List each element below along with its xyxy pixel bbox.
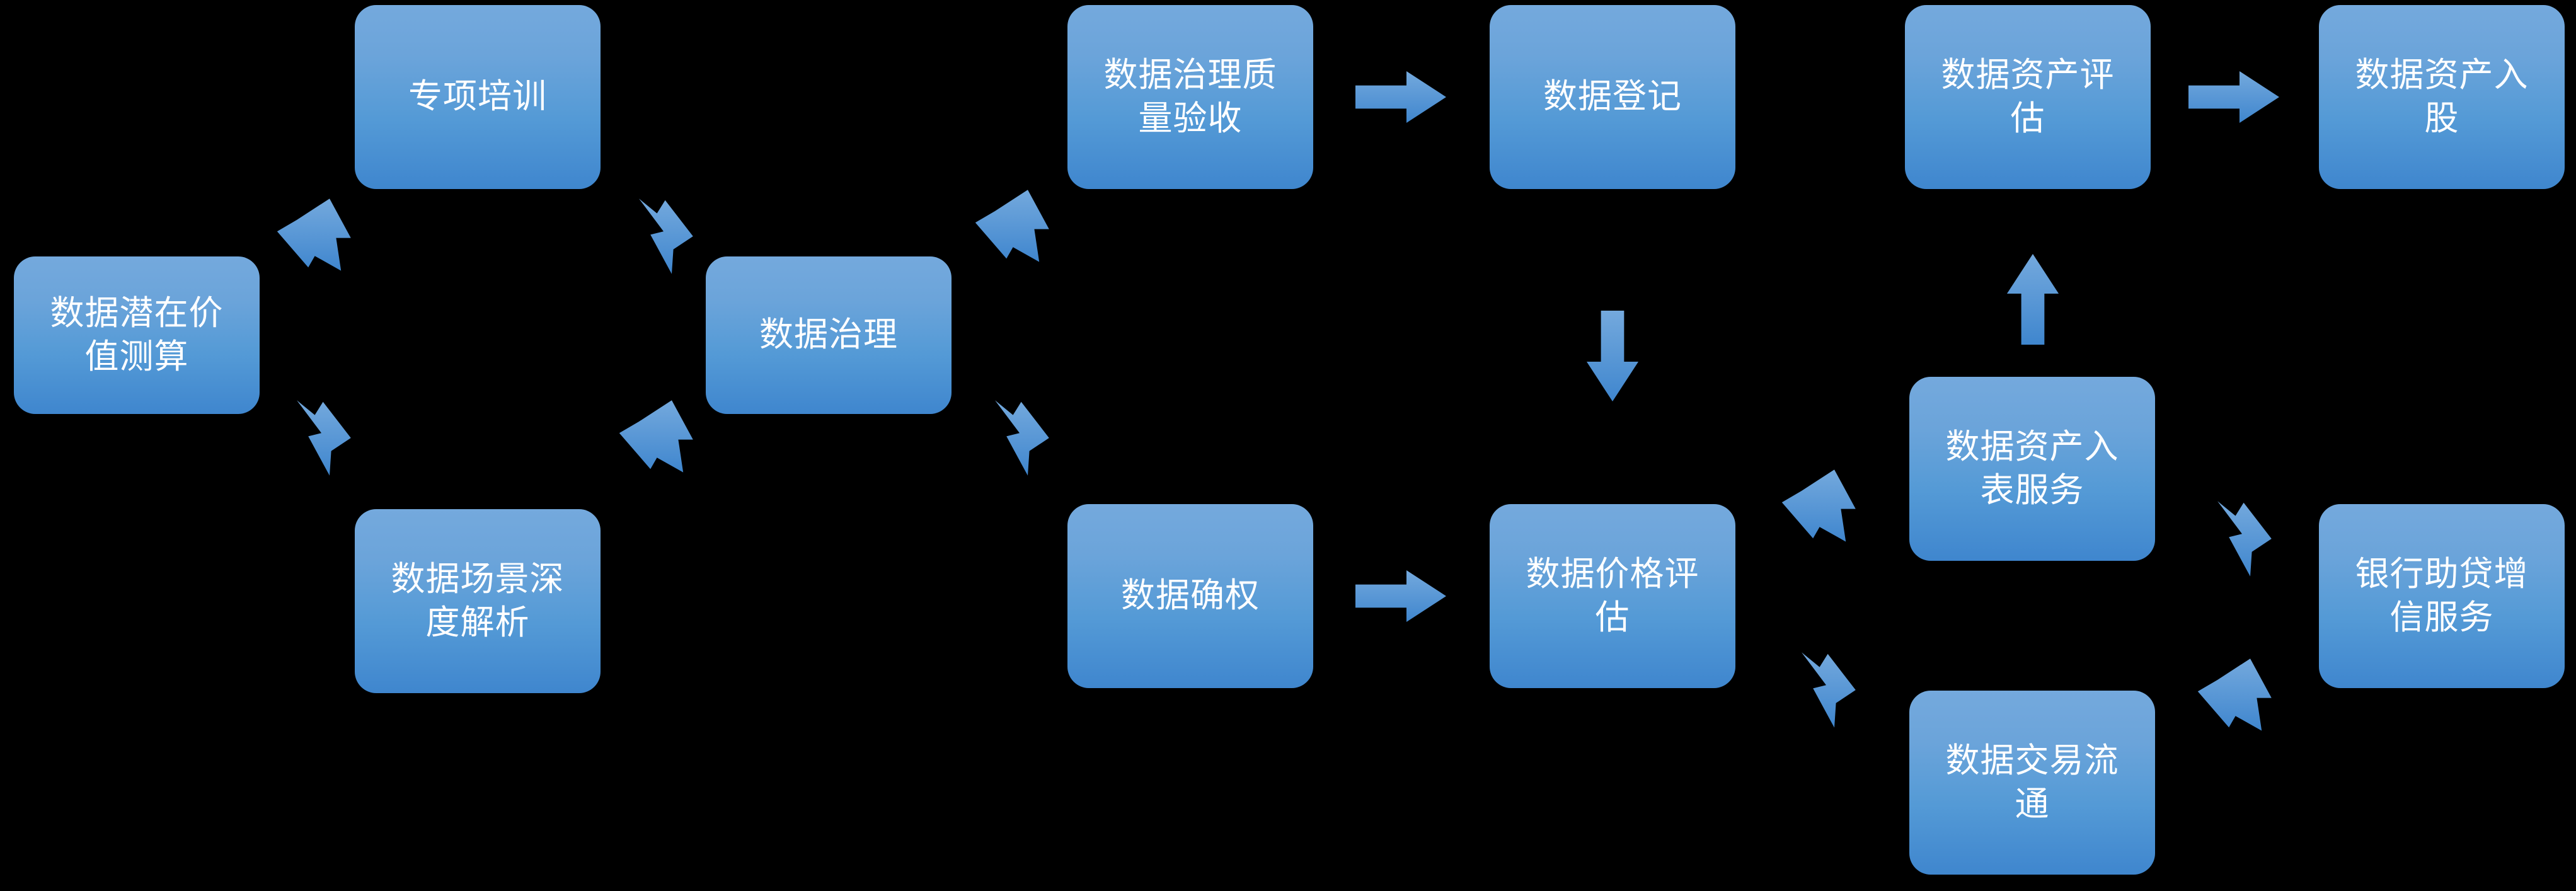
arrow-diagonal-ne-icon <box>2193 655 2275 737</box>
flow-node-n6[interactable]: 数据登记 <box>1490 5 1735 189</box>
arrow-diagonal-se-icon <box>1777 649 1859 731</box>
flow-node-label: 数据治理 <box>759 316 898 354</box>
flow-node-label: 数据资产评 估 <box>1941 55 2115 137</box>
arrow-down-icon <box>1578 309 1647 403</box>
arrow-diagonal-se-icon <box>970 397 1052 479</box>
arrow-right-icon <box>2187 63 2281 131</box>
arrow-up-icon <box>1999 252 2067 347</box>
flow-node-label: 数据潜在价 值测算 <box>50 294 224 376</box>
flow-node-n1[interactable]: 数据潜在价 值测算 <box>14 256 260 414</box>
flow-node-n12[interactable]: 数据交易流 通 <box>1909 691 2155 875</box>
flow-node-label: 数据资产入 股 <box>2355 55 2529 137</box>
flow-node-n13[interactable]: 银行助贷增 信服务 <box>2319 504 2565 688</box>
flow-node-label: 数据确权 <box>1121 577 1260 615</box>
arrow-diagonal-ne-icon <box>1777 466 1859 548</box>
arrow-diagonal-ne-icon <box>970 187 1052 268</box>
flow-node-label: 数据价格评 估 <box>1526 555 1699 636</box>
flow-node-n8[interactable]: 数据资产入 股 <box>2319 5 2565 189</box>
flow-node-n10[interactable]: 数据价格评 估 <box>1490 504 1735 688</box>
arrow-right-icon <box>1354 63 1448 131</box>
flow-node-label: 数据场景深 度解析 <box>391 560 565 641</box>
flow-node-label: 数据交易流 通 <box>1945 741 2119 823</box>
arrow-diagonal-se-icon <box>614 195 696 277</box>
flow-node-n2[interactable]: 专项培训 <box>355 5 601 189</box>
flow-node-n3[interactable]: 数据场景深 度解析 <box>355 509 601 693</box>
arrow-diagonal-se-icon <box>2193 498 2275 580</box>
arrow-right-icon <box>1354 562 1448 630</box>
arrow-diagonal-se-icon <box>272 397 354 479</box>
flow-node-n9[interactable]: 数据确权 <box>1067 504 1313 688</box>
flow-node-label: 专项培训 <box>408 78 547 116</box>
arrow-diagonal-ne-icon <box>272 195 354 277</box>
flow-node-n11[interactable]: 数据资产入 表服务 <box>1909 377 2155 561</box>
flow-node-label: 数据登记 <box>1543 78 1682 116</box>
flow-node-label: 银行助贷增 信服务 <box>2355 555 2529 636</box>
flow-node-label: 数据资产入 表服务 <box>1945 427 2119 509</box>
flow-node-label: 数据治理质 量验收 <box>1103 55 1277 137</box>
flow-node-n7[interactable]: 数据资产评 估 <box>1905 5 2151 189</box>
flow-node-n5[interactable]: 数据治理质 量验收 <box>1067 5 1313 189</box>
arrow-diagonal-ne-icon <box>614 397 696 479</box>
flow-node-n4[interactable]: 数据治理 <box>706 256 952 414</box>
